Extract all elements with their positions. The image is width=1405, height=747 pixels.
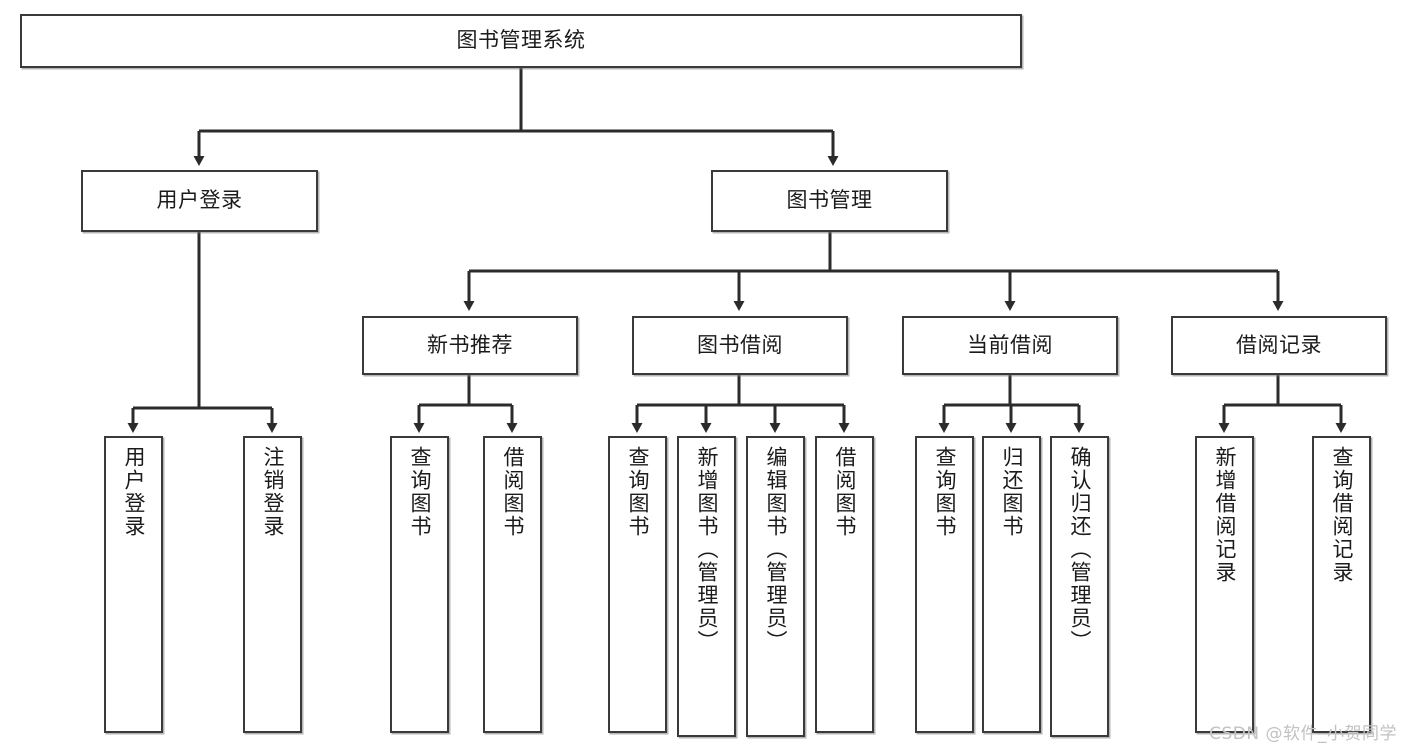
node-book-borrow[interactable]: 图书借阅 (632, 316, 848, 375)
leaf-return-book[interactable]: 归还图书 (982, 436, 1041, 733)
leaf-add-borrow-record[interactable]: 新增借阅记录 (1195, 436, 1254, 733)
node-label: 编辑图书（管理员） (764, 446, 788, 653)
node-label: 用户登录 (122, 446, 146, 538)
node-label: 当前借阅 (967, 332, 1053, 357)
node-label: 查询图书 (933, 446, 957, 538)
leaf-confirm-return-admin[interactable]: 确认归还（管理员） (1050, 436, 1109, 737)
leaf-borrow-book-recommend[interactable]: 借阅图书 (483, 436, 542, 733)
node-book-management[interactable]: 图书管理 (711, 170, 948, 232)
node-label: 查询图书 (408, 446, 432, 538)
node-label: 图书管理 (786, 188, 873, 213)
node-borrow-record[interactable]: 借阅记录 (1171, 316, 1387, 375)
node-label: 确认归还（管理员） (1068, 446, 1092, 653)
node-label: 归还图书 (1000, 446, 1024, 538)
node-label: 查询借阅记录 (1330, 446, 1354, 584)
node-label: 查询图书 (626, 446, 650, 538)
node-label: 新书推荐 (427, 332, 513, 357)
node-label: 借阅图书 (833, 446, 857, 538)
node-label: 图书管理系统 (456, 28, 586, 53)
node-new-book-recommend[interactable]: 新书推荐 (362, 316, 578, 375)
leaf-add-book-admin[interactable]: 新增图书（管理员） (677, 436, 736, 737)
node-label: 新增借阅记录 (1213, 446, 1237, 584)
leaf-borrow-book[interactable]: 借阅图书 (815, 436, 874, 733)
leaf-query-borrow-record[interactable]: 查询借阅记录 (1312, 436, 1371, 733)
node-label: 图书借阅 (697, 332, 783, 357)
node-system-root[interactable]: 图书管理系统 (20, 14, 1022, 68)
leaf-query-book-borrow[interactable]: 查询图书 (608, 436, 667, 733)
leaf-query-book-current[interactable]: 查询图书 (915, 436, 974, 733)
node-label: 新增图书（管理员） (695, 446, 719, 653)
leaf-user-login[interactable]: 用户登录 (104, 436, 163, 733)
node-label: 借阅记录 (1236, 332, 1322, 357)
leaf-logout[interactable]: 注销登录 (243, 436, 302, 733)
leaf-edit-book-admin[interactable]: 编辑图书（管理员） (746, 436, 805, 737)
node-current-borrow[interactable]: 当前借阅 (902, 316, 1118, 375)
csdn-watermark: CSDN @软件_小贺同学 (1209, 724, 1397, 744)
node-label: 用户登录 (156, 188, 243, 213)
node-user-login[interactable]: 用户登录 (81, 170, 318, 232)
node-label: 借阅图书 (501, 446, 525, 538)
node-label: 注销登录 (261, 446, 285, 538)
leaf-query-book-recommend[interactable]: 查询图书 (390, 436, 449, 733)
